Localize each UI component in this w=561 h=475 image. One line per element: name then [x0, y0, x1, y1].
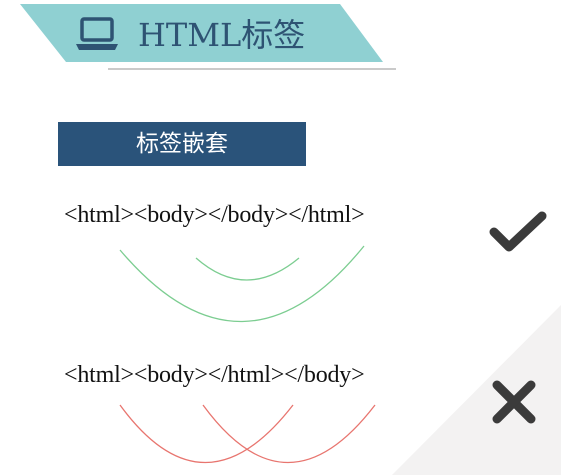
section-label: 标签嵌套: [58, 122, 306, 166]
inner-arc: [195, 257, 300, 281]
cross-icon: [492, 380, 536, 424]
wrong-nesting-code: <html><body></html></body>: [64, 362, 365, 388]
page-title: HTML标签: [138, 16, 306, 54]
laptop-icon: [76, 17, 118, 50]
crossed-arc-2: [202, 404, 376, 464]
crossed-arc-1: [119, 404, 294, 464]
correct-nesting-code: <html><body></body></html>: [64, 202, 365, 228]
check-icon: [489, 211, 547, 252]
outer-arc: [119, 245, 365, 323]
